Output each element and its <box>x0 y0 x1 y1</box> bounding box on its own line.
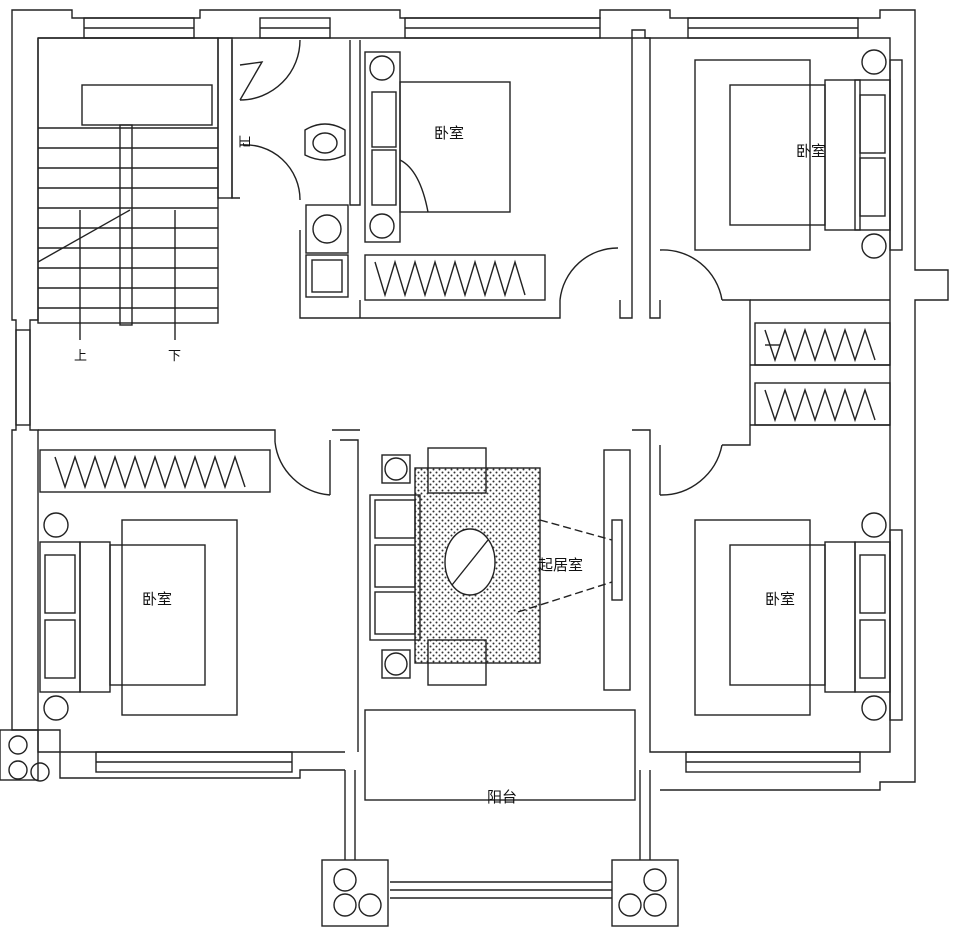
interior-walls <box>37 37 890 927</box>
bathroom-fixtures <box>239 39 349 298</box>
bedroom-bottom-left-furniture <box>39 440 331 721</box>
room-label-living-room: 起居室 <box>538 556 583 574</box>
room-label-bedroom-bottom-right: 卧室 <box>765 590 795 608</box>
bedroom-top-center-furniture <box>364 51 723 301</box>
staircase <box>37 84 218 340</box>
stair-down-label: 下 <box>168 349 181 364</box>
stair-up-label: 上 <box>74 349 87 364</box>
balcony-columns <box>0 729 667 917</box>
bedroom-bottom-right-furniture <box>659 444 891 721</box>
room-label-bedroom-bottom-left: 卧室 <box>142 590 172 608</box>
living-room-furniture <box>369 447 623 686</box>
room-label-bedroom-top-right: 卧室 <box>796 142 826 160</box>
room-label-bedroom-top-center: 卧室 <box>434 124 464 142</box>
room-label-balcony: 阳台 <box>487 788 517 806</box>
room-label-bathroom: 卫 <box>236 135 251 148</box>
bedroom-top-right-furniture <box>694 49 891 426</box>
